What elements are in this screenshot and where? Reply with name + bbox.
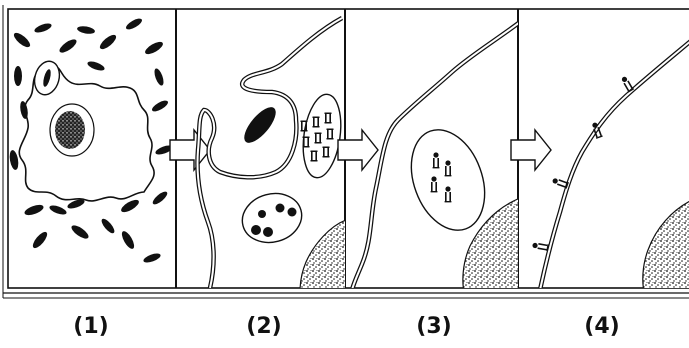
panel-4 <box>532 40 689 292</box>
panel-1 <box>8 16 173 264</box>
lysosome-with-enzymes <box>298 92 345 180</box>
vesicle-with-granules <box>237 187 307 249</box>
stage-label-2: (2) <box>234 314 294 339</box>
panel-3 <box>352 22 520 292</box>
phagocytosed-bacterium <box>239 102 281 147</box>
phagolysosome <box>398 120 497 241</box>
nucleolus <box>55 111 85 149</box>
panel-2 <box>197 18 346 292</box>
nucleus-edge <box>300 220 346 292</box>
stage-label-4: (4) <box>572 314 632 339</box>
stage-label-1: (1) <box>61 314 121 339</box>
stage-label-3: (3) <box>404 314 464 339</box>
nucleus-edge <box>643 200 689 292</box>
